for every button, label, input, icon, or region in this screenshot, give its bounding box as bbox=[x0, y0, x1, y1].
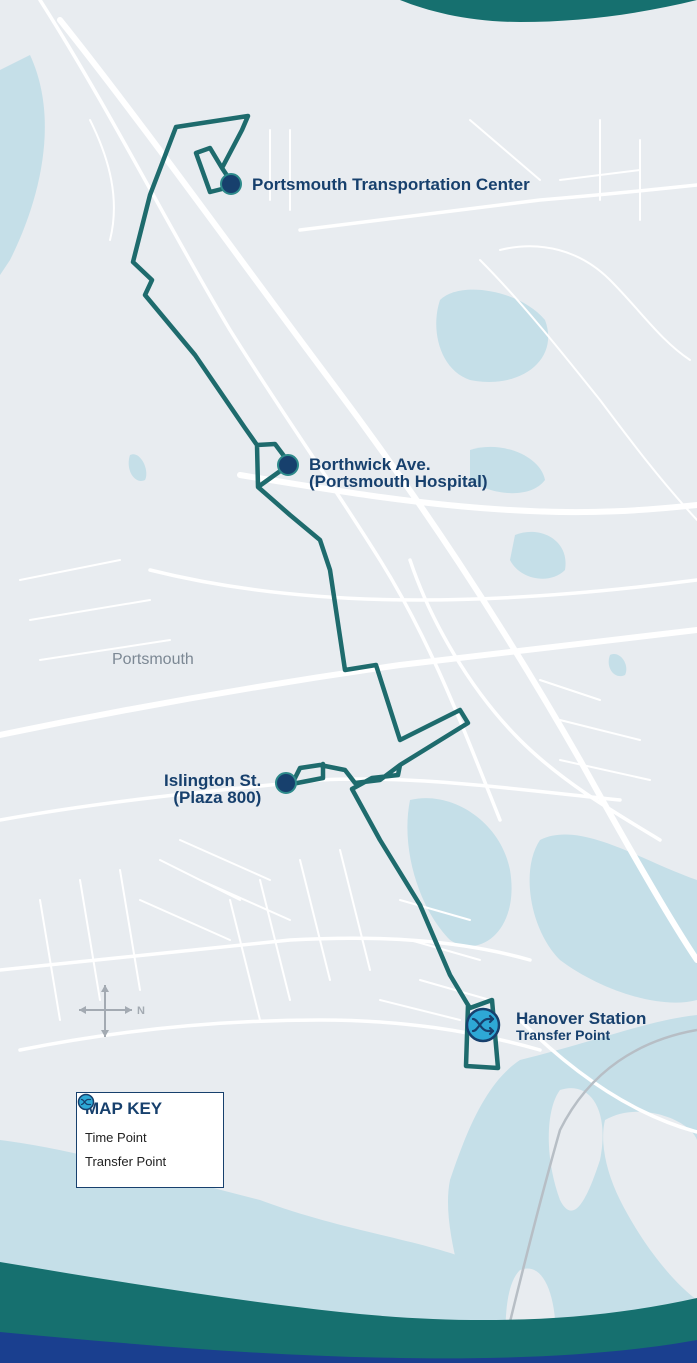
stop-name: Borthwick Ave. bbox=[309, 455, 431, 474]
transfer-point-circle bbox=[465, 1007, 501, 1043]
road-memorial-bridge bbox=[518, 1018, 697, 1134]
stop-name: Hanover Station bbox=[516, 1009, 647, 1028]
time-point-marker-ptc[interactable] bbox=[220, 173, 242, 195]
water-pond-mid bbox=[510, 531, 566, 579]
stop-label-ptc[interactable]: Portsmouth Transportation Center bbox=[252, 176, 530, 193]
compass-north-label: N bbox=[137, 1005, 145, 1017]
road-route-1-bypass bbox=[0, 627, 697, 738]
compass-icon bbox=[79, 985, 132, 1037]
road-maplewood bbox=[408, 558, 662, 842]
road-local-5 bbox=[139, 839, 291, 941]
bus-route-line bbox=[130, 113, 501, 1071]
map-key-label: Time Point bbox=[85, 1129, 147, 1145]
shuffle-icon bbox=[471, 1014, 495, 1036]
road-local-10 bbox=[89, 119, 641, 241]
map-key: MAP KEY Time Point Transfer Point bbox=[76, 1092, 224, 1188]
road-highway-spaulding bbox=[57, 17, 697, 963]
road-route-16 bbox=[38, 0, 502, 822]
stop-label-hanover[interactable]: Hanover Station Transfer Point bbox=[516, 1010, 646, 1044]
road-local-3 bbox=[269, 119, 641, 221]
water-east-bay bbox=[529, 834, 697, 1003]
road-local-6 bbox=[229, 849, 371, 1021]
transfer-point-marker-hanover[interactable] bbox=[465, 1007, 501, 1043]
road-local-2 bbox=[499, 245, 691, 361]
stop-sub: (Portsmouth Hospital) bbox=[309, 472, 488, 491]
time-point-marker-islington[interactable] bbox=[275, 772, 297, 794]
time-point-marker-borthwick[interactable] bbox=[277, 454, 299, 476]
stop-name: Islington St. bbox=[164, 771, 262, 790]
water-small-pond bbox=[128, 454, 147, 481]
road-local-7 bbox=[39, 869, 141, 1021]
map-key-label: Transfer Point bbox=[85, 1153, 167, 1169]
stop-label-borthwick[interactable]: Borthwick Ave. (Portsmouth Hospital) bbox=[309, 456, 488, 490]
bottom-banner-teal bbox=[0, 1262, 697, 1363]
road-local-8 bbox=[379, 899, 491, 1021]
stop-sub: (Plaza 800) bbox=[173, 788, 262, 807]
map-key-title: MAP KEY bbox=[85, 1099, 163, 1118]
transfer-point-icon bbox=[77, 1093, 95, 1111]
road-local-9 bbox=[539, 679, 651, 781]
top-banner bbox=[0, 0, 697, 22]
road-network bbox=[0, 0, 697, 1134]
stop-label-islington[interactable]: Islington St. (Plaza 800) bbox=[164, 772, 261, 806]
map-key-item-time-point: Time Point bbox=[78, 1094, 215, 1149]
map-key-item-transfer-point: Transfer Point bbox=[77, 1093, 215, 1173]
road-corporate-dr bbox=[298, 183, 697, 232]
road-interstate-ramp bbox=[237, 472, 697, 516]
water-left-upper bbox=[0, 55, 45, 275]
island-1 bbox=[548, 1088, 603, 1211]
road-market-st bbox=[148, 568, 697, 602]
island-2 bbox=[603, 1111, 697, 1300]
bottom-banner-navy bbox=[0, 1332, 697, 1363]
road-local-4 bbox=[19, 559, 171, 661]
railroad bbox=[498, 1028, 697, 1363]
road-local-1 bbox=[479, 259, 697, 521]
water-small-pond-2 bbox=[608, 654, 627, 677]
water-creek bbox=[470, 446, 545, 494]
stop-name: Portsmouth Transportation Center bbox=[252, 175, 530, 194]
road-middle-st bbox=[0, 936, 532, 972]
city-label: Portsmouth bbox=[112, 651, 194, 668]
water-pond-upper bbox=[436, 289, 549, 382]
stop-sub: Transfer Point bbox=[516, 1027, 611, 1043]
